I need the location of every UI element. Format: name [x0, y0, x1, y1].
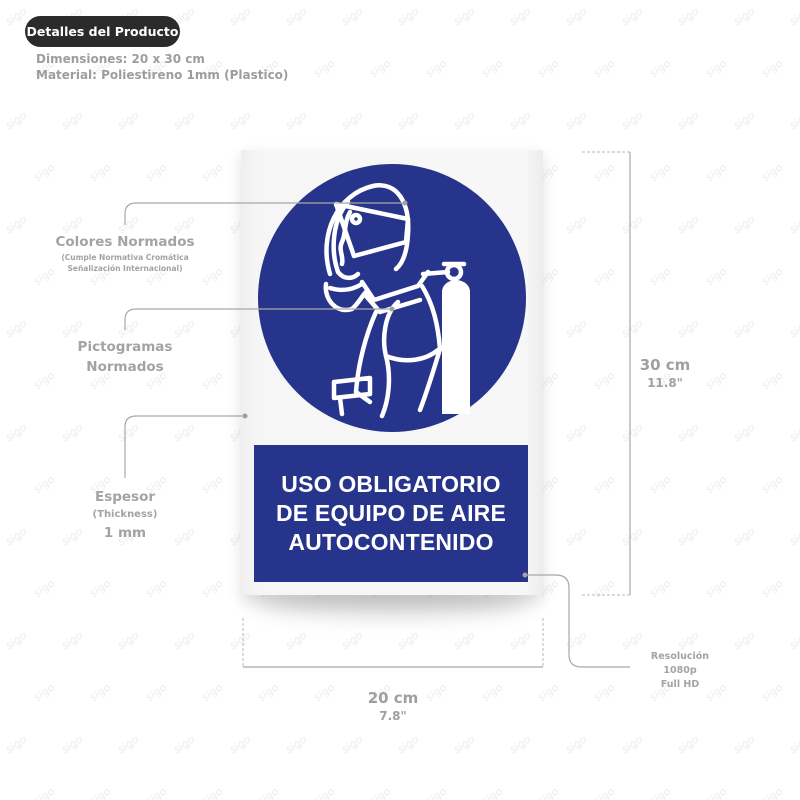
sign-mandatory-circle [258, 164, 526, 432]
product-details-badge: Detalles del Producto [25, 16, 180, 47]
material-spec: Material: Poliestireno 1mm (Plastico) [36, 68, 289, 82]
width-dimension-label: 20 cm 7.8" [353, 688, 433, 724]
callout-thickness: Espesor (Thickness) 1 mm [75, 487, 175, 543]
height-dimension-label: 30 cm 11.8" [630, 355, 700, 391]
width-cm: 20 cm [367, 689, 419, 707]
resolution-line2: 1080p [663, 665, 697, 676]
width-inches: 7.8" [379, 709, 407, 723]
callout-resolution: Resolución 1080p Full HD [640, 650, 720, 692]
callout-colors-sub1: (Cumple Normativa Cromática [61, 253, 189, 262]
callout-thickness-value: 1 mm [103, 525, 147, 541]
sign-text-line-1: USO OBLIGATORIO [281, 471, 501, 497]
sign-text-line-3: AUTOCONTENIDO [288, 529, 494, 555]
callout-pictograms-line2: Normados [86, 359, 164, 375]
height-inches: 11.8" [647, 376, 683, 390]
sign-text-panel: USO OBLIGATORIO DE EQUIPO DE AIRE AUTOCO… [254, 445, 528, 582]
callout-thickness-title: Espesor [94, 489, 156, 505]
callout-pictograms: Pictogramas Normados [65, 337, 185, 377]
callout-colors-sub2: Señalización Internacional) [67, 264, 183, 273]
callout-thickness-subtitle: (Thickness) [92, 509, 158, 520]
resolution-line3: Full HD [660, 679, 700, 690]
self-contained-breathing-apparatus-icon [323, 183, 470, 419]
callout-colors-title: Colores Normados [55, 234, 195, 250]
callout-colors: Colores Normados (Cumple Normativa Cromá… [45, 232, 205, 274]
sign-text-line-2: DE EQUIPO DE AIRE [275, 500, 507, 526]
resolution-line1: Resolución [650, 651, 710, 662]
dimensions-spec: Dimensiones: 20 x 30 cm [36, 52, 205, 66]
safety-sign: USO OBLIGATORIO DE EQUIPO DE AIRE AUTOCO… [241, 150, 543, 595]
height-cm: 30 cm [639, 356, 691, 374]
callout-pictograms-line1: Pictogramas [77, 339, 173, 355]
